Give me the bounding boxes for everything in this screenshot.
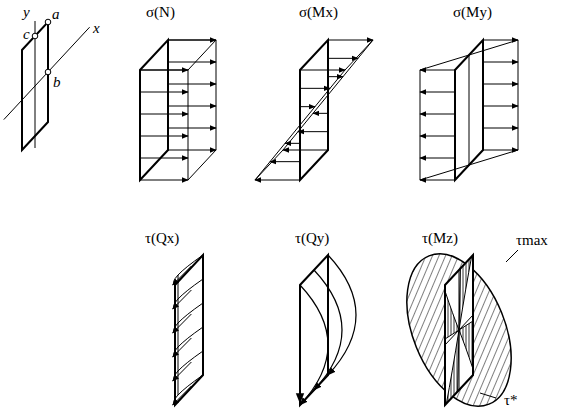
figure-label: σ(Mx): [299, 5, 338, 20]
stress-arrow: [140, 114, 188, 115]
stress-arrow: [173, 386, 192, 405]
stress-arrow: [298, 131, 328, 132]
figure-label: c: [23, 27, 30, 42]
point-marker: [32, 33, 38, 39]
shear-envelope: [178, 275, 179, 395]
section-outline: [455, 40, 483, 180]
stress-arrow: [313, 113, 328, 114]
stress-arrow: [420, 180, 455, 181]
figure-label: τ(Mz): [422, 231, 458, 246]
edge-line: [35, 21, 36, 148]
torsion-lobe: [459, 321, 473, 369]
stress-arrow: [140, 158, 188, 159]
figure-label: τmax: [516, 233, 548, 248]
stress-arrow: [283, 150, 328, 151]
edge-line: [506, 250, 518, 262]
torsion-lobe: [445, 291, 459, 339]
stress-arrow: [140, 180, 188, 181]
stress-arrow: [173, 314, 192, 333]
stress-arrow: [420, 70, 455, 71]
edge-line: [4, 27, 90, 119]
figure-label: σ(N): [146, 5, 175, 20]
figure-label: τ(Qy): [295, 231, 329, 246]
section-outline: [300, 40, 328, 180]
stress-arrow: [300, 88, 330, 89]
section-outline: [140, 40, 168, 180]
edge-line: [140, 70, 188, 71]
stress-arrow: [140, 136, 188, 137]
stress-arrow: [140, 70, 188, 71]
figure-label: τ*: [504, 393, 518, 408]
figure-label: x: [93, 21, 100, 36]
figure-label: b: [53, 75, 61, 90]
shear-curve: [300, 285, 328, 405]
stress-arrow: [300, 70, 345, 71]
edge-line: [469, 55, 470, 165]
stress-arrow: [168, 40, 216, 41]
stress-plane: [420, 40, 518, 180]
stress-arrow: [483, 62, 518, 63]
stress-plane: [255, 40, 373, 180]
stress-plane: [188, 40, 216, 180]
stress-arrow: [483, 40, 518, 41]
stress-arrow: [420, 158, 455, 159]
figure-label: a: [52, 7, 60, 22]
stress-arrow: [270, 161, 300, 162]
stress-arrow: [168, 128, 216, 129]
stress-arrow: [420, 136, 455, 137]
stress-arrow: [173, 362, 192, 381]
stress-arrow: [173, 266, 192, 285]
figure-label: σ(My): [453, 5, 492, 20]
stress-arrow: [483, 150, 518, 151]
section-outline: [300, 255, 328, 405]
torsion-lobe: [459, 257, 472, 331]
figure-label: τ(Qx): [145, 231, 179, 246]
stress-arrow: [168, 106, 216, 107]
torsion-envelope: [386, 239, 531, 419]
shear-curve: [314, 270, 342, 390]
stress-arrow: [483, 84, 518, 85]
shear-curve: [328, 255, 356, 375]
torsion-lobe: [446, 330, 459, 404]
section-outline: [445, 255, 473, 405]
stress-arrow: [300, 106, 315, 107]
point-marker: [45, 69, 51, 75]
stress-arrow: [255, 180, 300, 181]
edge-line: [480, 393, 496, 398]
stress-arrow: [328, 58, 358, 59]
stress-arrow: [168, 62, 216, 63]
stress-arrow: [328, 40, 373, 41]
edge-line: [168, 40, 216, 41]
stress-arrow: [483, 106, 518, 107]
stress-arrow: [168, 150, 216, 151]
stress-arrow: [173, 338, 192, 357]
stress-arrow: [285, 143, 300, 144]
stress-arrow: [140, 92, 188, 93]
stress-arrow: [328, 76, 343, 77]
stress-arrow: [168, 84, 216, 85]
stress-arrow: [299, 285, 301, 403]
stress-arrow: [420, 92, 455, 93]
figure-label: y: [23, 5, 30, 20]
stress-arrow: [420, 114, 455, 115]
stress-arrow: [173, 290, 192, 309]
point-marker: [45, 19, 51, 25]
stress-arrow: [483, 128, 518, 129]
